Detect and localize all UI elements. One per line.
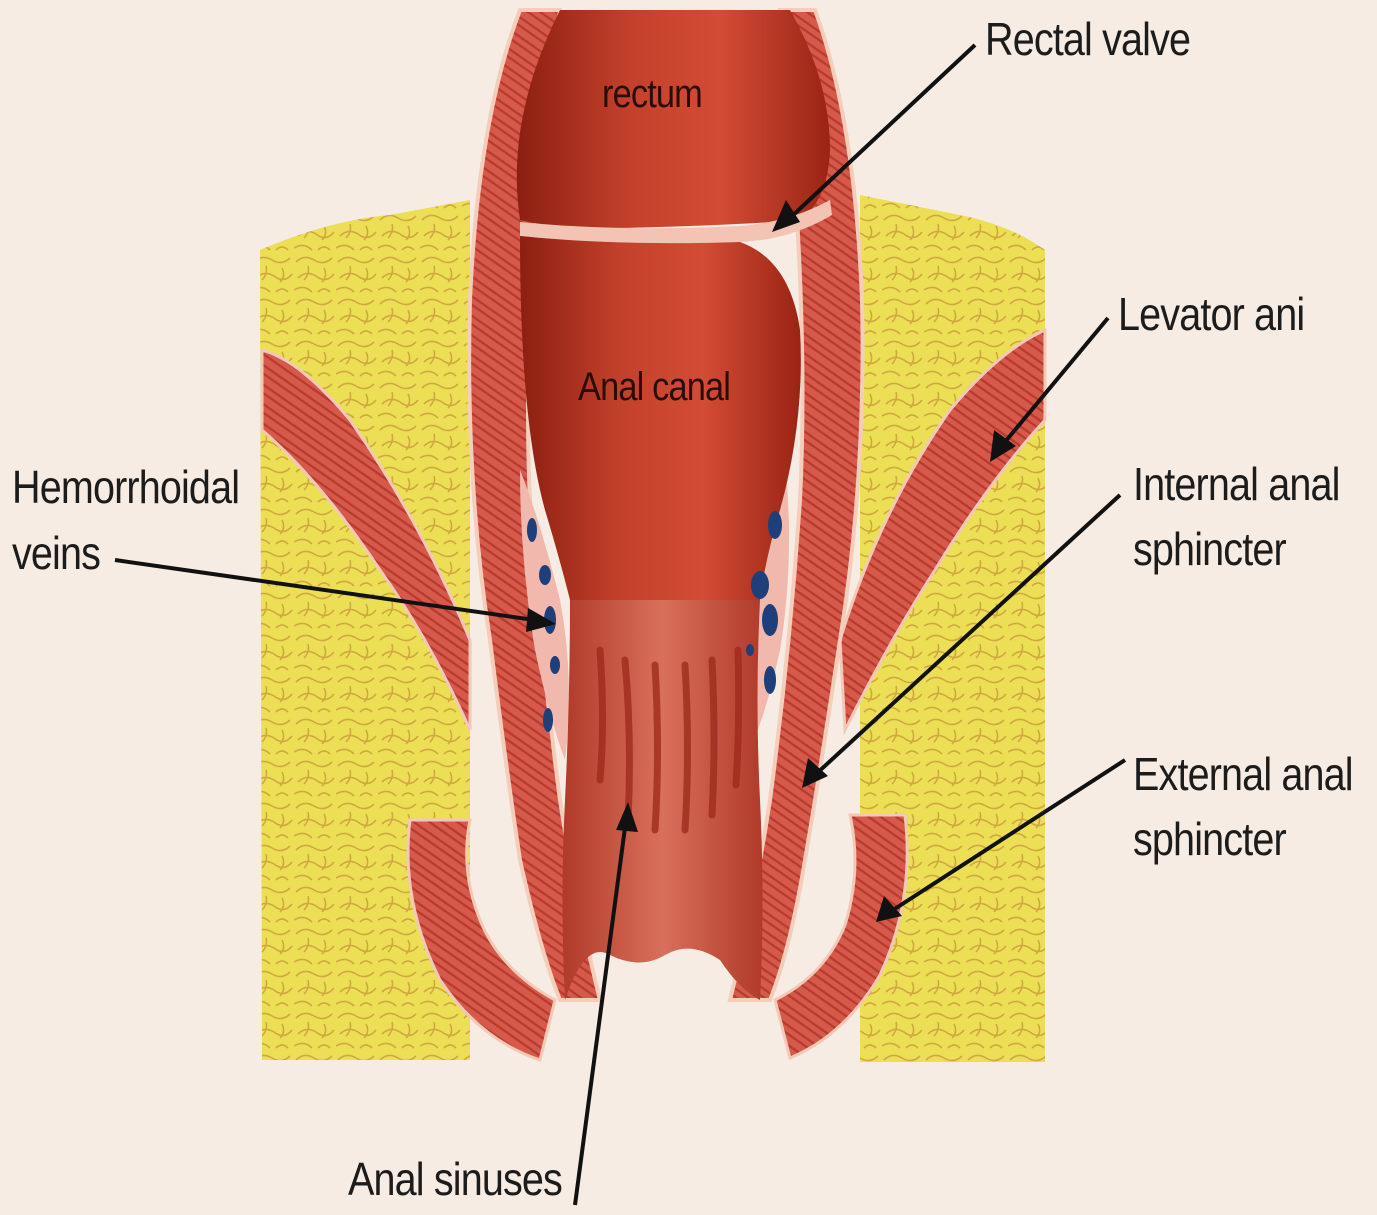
label-anal-canal: Anal canal [578,365,730,409]
label-external-sphincter-line2: sphincter [1133,810,1286,868]
rectum-lumen [517,10,830,228]
label-hemorrhoidal-veins-line1: Hemorrhoidal [12,458,239,516]
anal-canal-lower [563,600,763,1000]
label-levator-ani: Levator ani [1118,285,1304,343]
label-rectum: rectum [602,72,702,116]
label-rectal-valve: Rectal valve [985,10,1190,68]
label-internal-sphincter-line1: Internal anal [1133,455,1340,513]
label-external-sphincter-line1: External anal [1133,745,1353,803]
anal-canal-lumen [520,236,801,600]
label-internal-sphincter-line2: sphincter [1133,520,1286,578]
label-anal-sinuses: Anal sinuses [348,1150,562,1208]
label-hemorrhoidal-veins-line2: veins [12,524,100,582]
